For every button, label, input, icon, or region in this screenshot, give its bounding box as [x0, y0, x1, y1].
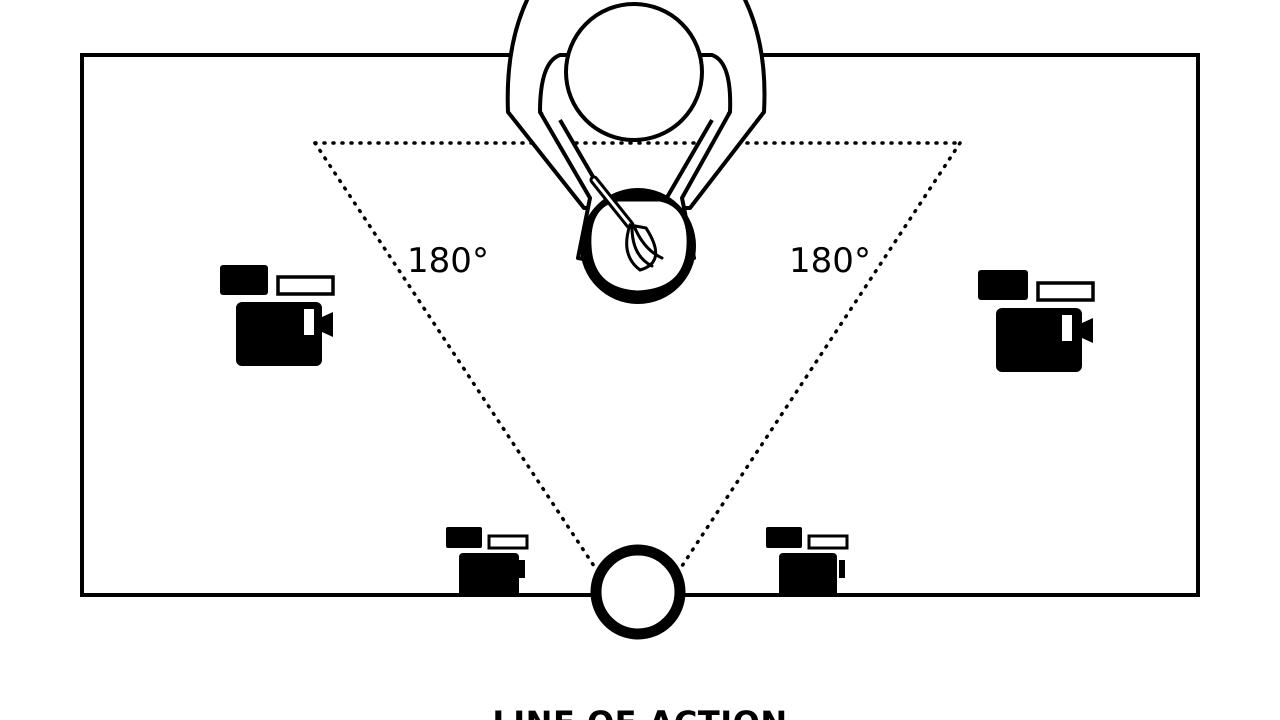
whisk-icon — [589, 175, 664, 272]
line-of-action-caption: LINE OF ACTION — [0, 703, 1280, 720]
camera-icon-bottom-left — [446, 527, 529, 597]
person-head — [564, 2, 704, 142]
camera-icon-bottom-right — [766, 527, 849, 597]
sight-line-right — [680, 141, 962, 568]
angle-label-right: 180° — [789, 241, 871, 281]
angle-label-left: 180° — [407, 241, 489, 281]
sight-line-left — [313, 141, 596, 568]
center-circle-marker — [590, 544, 686, 640]
sight-lines-triangle — [313, 141, 962, 568]
camera-icon-right — [978, 270, 1095, 372]
person-whisking-icon — [505, 0, 767, 304]
camera-icon-left — [220, 265, 335, 366]
